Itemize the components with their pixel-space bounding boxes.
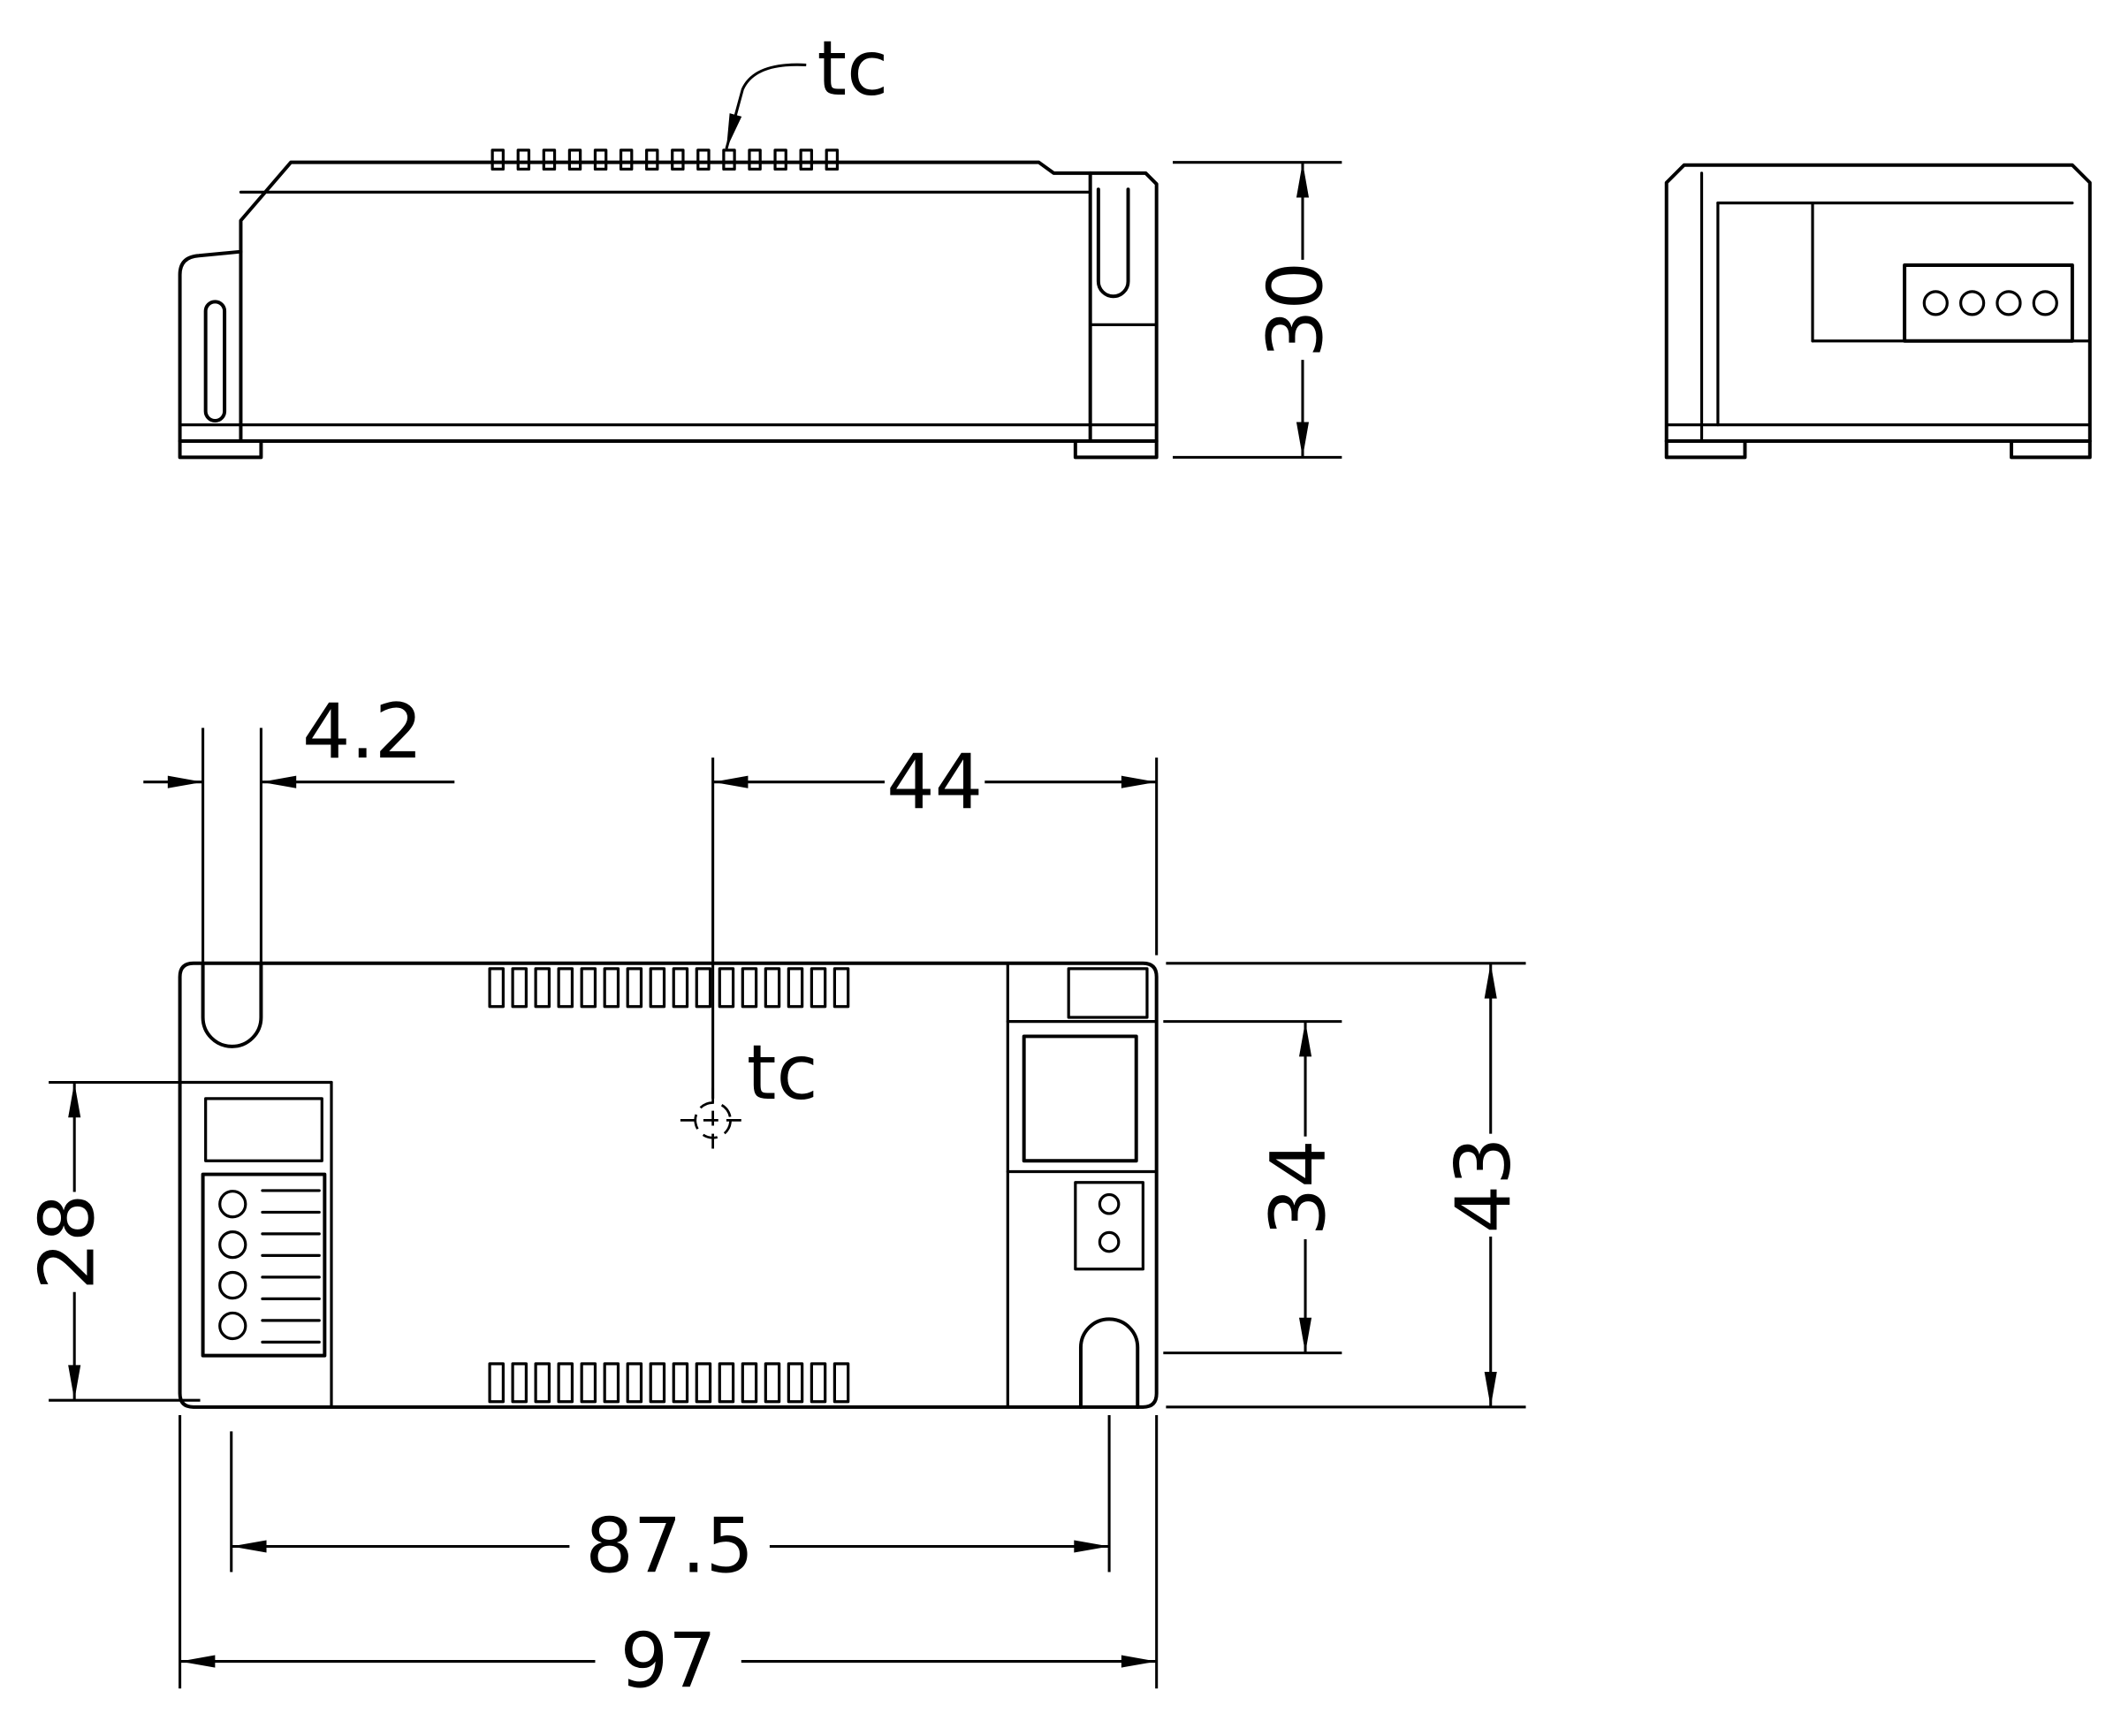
plan-mount-slot-bottom-right — [1078, 1317, 1140, 1409]
end-outline — [1664, 163, 2092, 443]
dim-label-mask — [1270, 1136, 1341, 1240]
end-foot-right — [2010, 438, 2092, 460]
dimension-tc-offset-44: 44 — [711, 738, 1159, 1099]
side-foot-left — [178, 438, 263, 460]
terminal-hole — [218, 1230, 247, 1260]
plan-screw-box — [1074, 1181, 1144, 1271]
terminal-hole — [1098, 1230, 1121, 1253]
dimension-left-section-28: 28 — [24, 1080, 201, 1402]
terminal-hole — [1959, 290, 1986, 316]
side-vent-slots — [490, 148, 840, 171]
dimension-height-30: 30 — [1173, 161, 1342, 459]
end-terminal-block — [1903, 263, 2074, 343]
terminal-hole — [218, 1270, 247, 1300]
terminal-hole — [1996, 290, 2022, 316]
dim-label-mask — [39, 1192, 110, 1292]
side-mount-slot-right — [1096, 187, 1130, 299]
dim-tc-offset-label: 44 — [886, 738, 983, 826]
plan-vent-slots-top — [488, 967, 850, 1009]
dim-left-section-label: 28 — [24, 1194, 112, 1291]
plan-mount-slot-top-left — [201, 961, 263, 1048]
dim-terminal-section-label: 34 — [1254, 1139, 1342, 1236]
dim-label-mask — [1455, 1133, 1526, 1237]
tc-label-side: tc — [817, 25, 888, 113]
dim-label-mask — [595, 1626, 741, 1697]
terminal-hole — [2032, 290, 2058, 316]
plan-view: tc 4.2 44 28 — [24, 688, 1529, 1706]
plan-right-top-box — [1067, 967, 1149, 1019]
dim-label-mask — [885, 746, 985, 818]
dim-slot-width-label: 4.2 — [302, 688, 422, 776]
terminal-hole — [1098, 1192, 1121, 1215]
terminal-screw-hatch — [261, 1189, 321, 1344]
dimension-fixing-centres-87-5: 87.5 — [230, 1415, 1111, 1591]
dimension-length-97: 97 — [179, 1415, 1159, 1706]
plan-outline — [178, 961, 1159, 1409]
end-view — [1664, 163, 2092, 460]
terminal-hole — [218, 1190, 247, 1219]
dim-width-label: 43 — [1440, 1137, 1528, 1233]
terminal-hole — [218, 1311, 247, 1341]
side-outline — [178, 160, 1159, 443]
dim-label-mask — [1267, 259, 1338, 361]
dimension-width-43: 43 — [1166, 962, 1528, 1409]
plan-vent-slots-bottom — [488, 1362, 850, 1404]
plan-input-terminal-block — [201, 1172, 327, 1358]
plan-cable-clamp — [204, 1097, 323, 1162]
dim-fixing-centres-label: 87.5 — [585, 1503, 754, 1591]
tc-label-plan: tc — [747, 1029, 818, 1117]
dim-length-label: 97 — [620, 1618, 717, 1706]
tc-leader-line — [725, 63, 807, 149]
side-mount-slot-left — [203, 300, 227, 423]
side-foot-right — [1073, 438, 1159, 460]
dim-label-mask — [569, 1511, 770, 1582]
dimension-terminal-section-34: 34 — [1163, 1020, 1342, 1355]
end-foot-left — [1664, 438, 1747, 460]
terminal-hole — [1922, 290, 1949, 316]
dimension-slot-width-4-2: 4.2 — [143, 688, 455, 963]
dim-height-label: 30 — [1251, 262, 1340, 358]
plan-output-terminal-block — [1022, 1034, 1138, 1163]
side-view: tc 30 — [178, 25, 1342, 460]
